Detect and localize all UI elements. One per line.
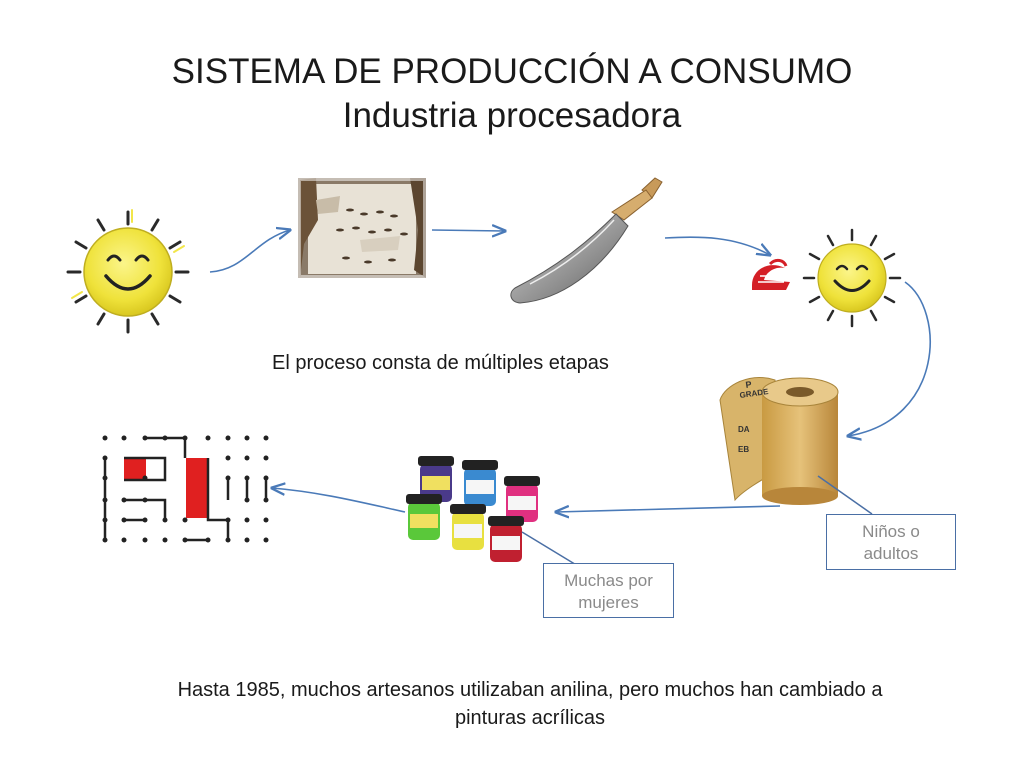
flow-arrow — [664, 236, 770, 255]
flow-arrow — [209, 230, 290, 273]
callout-women: Muchas por mujeres — [543, 563, 674, 618]
callout-women-line-2: mujeres — [578, 593, 639, 612]
callout-women-line-1: Muchas por — [564, 571, 653, 590]
svg-text:GRADE: GRADE — [739, 387, 770, 400]
dot-grid-pattern — [102, 435, 269, 543]
slide-title: SISTEMA DE PRODUCCIÓN A CONSUMO Industri… — [0, 50, 1024, 138]
callout-children-line-1: Niños o — [862, 522, 920, 541]
paint-jars-icon — [406, 456, 540, 562]
machete-icon — [510, 177, 663, 304]
sun-icon — [802, 228, 902, 328]
svg-text:DA: DA — [738, 425, 750, 434]
flow-arrow — [431, 230, 505, 231]
svg-text:P: P — [745, 379, 752, 390]
footer-note: Hasta 1985, muchos artesanos utilizaban … — [100, 676, 960, 732]
callout-children: Niños o adultos — [826, 514, 956, 570]
svg-text:EB: EB — [738, 445, 749, 454]
callout-children-line-2: adultos — [863, 544, 919, 563]
flow-arrow — [272, 488, 406, 513]
footer-line-2: pinturas acrílicas — [454, 707, 606, 729]
callout-pointer — [521, 531, 579, 567]
title-line-1: SISTEMA DE PRODUCCIÓN A CONSUMO — [171, 52, 853, 91]
sandpaper-icon: P GRADE DA EB — [719, 377, 839, 505]
flow-arrow — [556, 506, 781, 512]
logo-icon — [752, 258, 790, 290]
sun-icon — [66, 209, 190, 334]
callout-pointer — [817, 475, 873, 515]
footer-line-1: Hasta 1985, muchos artesanos utilizaban … — [177, 679, 883, 701]
flow-arrow — [848, 281, 931, 436]
bark-image — [295, 175, 429, 281]
title-line-2: Industria procesadora — [342, 96, 682, 135]
process-label: El proceso consta de múltiples etapas — [272, 352, 609, 374]
